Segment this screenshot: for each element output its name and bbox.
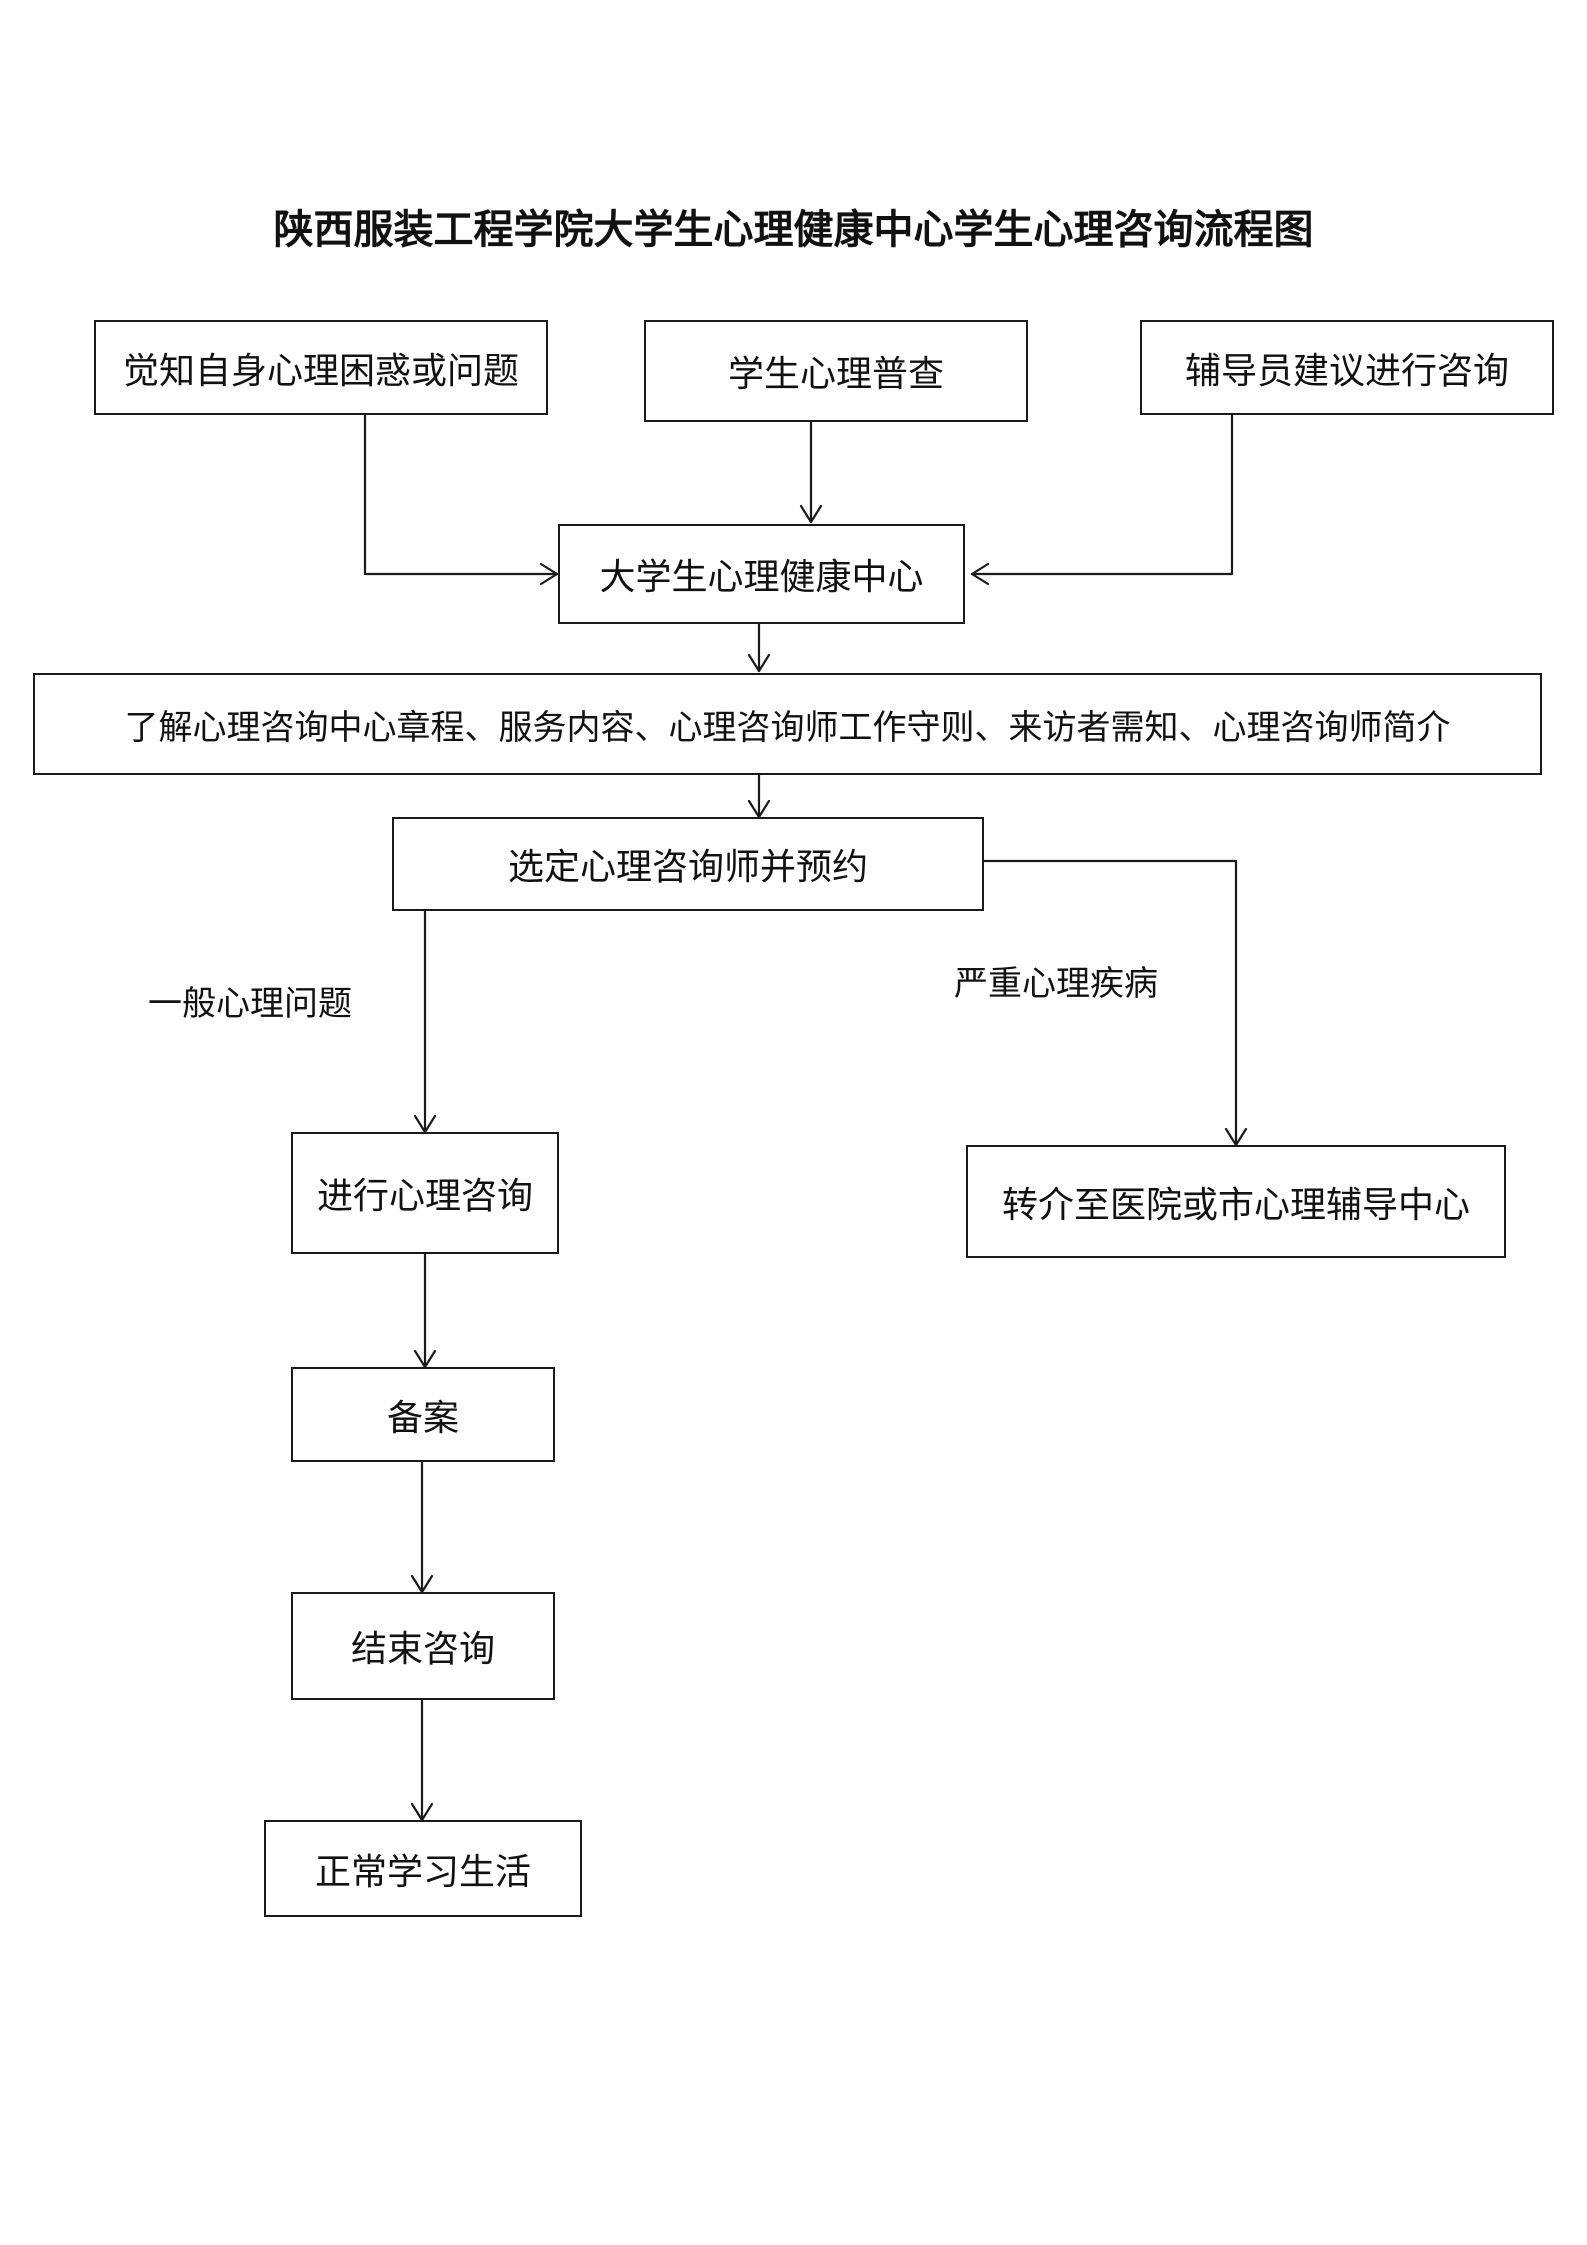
node-record: 备案 [291,1367,555,1462]
connector-choose-to-referral [982,859,1238,1147]
arrowhead [539,562,559,586]
node-end-counseling: 结束咨询 [291,1592,555,1700]
arrowhead [747,653,771,673]
node-do-counseling: 进行心理咨询 [291,1132,559,1254]
arrowhead [970,562,990,586]
node-self-awareness: 觉知自身心理困惑或问题 [94,320,548,415]
node-normal-life: 正常学习生活 [264,1820,582,1917]
connector-advice-to-center [970,413,1234,576]
edge-label-serious: 严重心理疾病 [954,964,1158,1004]
arrowhead [799,504,823,524]
node-mental-survey: 学生心理普查 [644,320,1028,422]
connector-self-to-center [363,413,559,576]
node-referral: 转介至医院或市心理辅导中心 [966,1145,1506,1258]
page-title: 陕西服装工程学院大学生心理健康中心学生心理咨询流程图 [273,207,1314,253]
edge-label-general: 一般心理问题 [148,984,352,1024]
node-choose-counselor: 选定心理咨询师并预约 [392,817,984,911]
node-health-center: 大学生心理健康中心 [558,524,965,624]
node-counselor-advice: 辅导员建议进行咨询 [1140,320,1554,415]
node-learn-rules: 了解心理咨询中心章程、服务内容、心理咨询师工作守则、来访者需知、心理咨询师简介 [33,673,1542,775]
